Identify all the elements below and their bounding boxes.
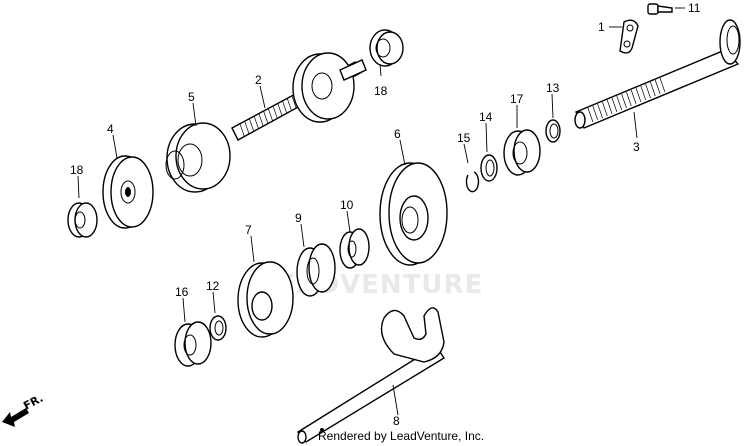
callout-4: 4 bbox=[107, 122, 114, 136]
leader-lines bbox=[77, 7, 685, 416]
gear-part-7[interactable] bbox=[237, 261, 294, 338]
callout-14: 14 bbox=[479, 110, 493, 124]
callout-13: 13 bbox=[546, 81, 560, 95]
callout-7: 7 bbox=[245, 223, 252, 237]
callout-2: 2 bbox=[255, 73, 262, 87]
bearing-part-18-lower[interactable] bbox=[67, 202, 98, 238]
shift-fork-part-8[interactable] bbox=[296, 307, 445, 444]
callout-3: 3 bbox=[633, 140, 640, 154]
callout-8: 8 bbox=[393, 414, 400, 428]
callout-15: 15 bbox=[457, 131, 471, 145]
circlip-part-15[interactable] bbox=[465, 171, 480, 193]
countershaft-part-2[interactable] bbox=[231, 52, 367, 141]
bearing-part-16[interactable] bbox=[174, 321, 212, 367]
bolt-part-11[interactable] bbox=[647, 3, 673, 15]
callout-18-upper: 18 bbox=[374, 84, 388, 98]
gear-part-6[interactable] bbox=[379, 162, 448, 266]
front-direction-arrow-icon bbox=[2, 408, 29, 427]
callout-9: 9 bbox=[295, 211, 302, 225]
callout-11: 11 bbox=[688, 1, 701, 15]
callout-12: 12 bbox=[206, 279, 220, 293]
washer-part-14[interactable] bbox=[480, 154, 498, 182]
callout-16: 16 bbox=[175, 285, 189, 299]
credit-text: Rendered by LeadVenture, Inc. bbox=[318, 429, 484, 443]
plate-part-1[interactable] bbox=[619, 19, 639, 54]
washer-part-12[interactable] bbox=[209, 315, 227, 341]
callout-5: 5 bbox=[188, 90, 195, 104]
mainshaft-part-3[interactable] bbox=[574, 19, 741, 129]
callout-18-lower: 18 bbox=[70, 163, 84, 177]
front-direction-label: FR. bbox=[21, 392, 45, 413]
collar-part-9[interactable] bbox=[296, 243, 336, 297]
gear-part-4[interactable] bbox=[102, 155, 154, 229]
callout-17: 17 bbox=[510, 92, 524, 106]
bearing-part-17[interactable] bbox=[503, 129, 541, 176]
gear-part-5[interactable] bbox=[165, 122, 231, 193]
bearing-part-18-upper[interactable] bbox=[369, 29, 404, 67]
callout-6: 6 bbox=[394, 127, 401, 141]
washer-part-13[interactable] bbox=[545, 119, 561, 143]
needle-bearing-part-10[interactable] bbox=[339, 228, 370, 269]
callout-1: 1 bbox=[598, 20, 605, 34]
callout-10: 10 bbox=[340, 198, 354, 212]
